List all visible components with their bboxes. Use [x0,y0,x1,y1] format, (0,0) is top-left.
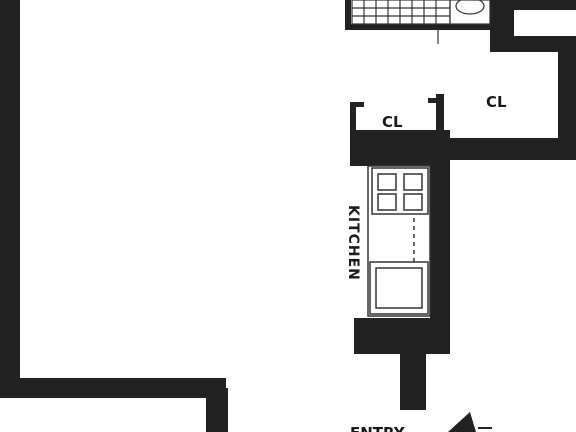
entry-column [400,346,426,410]
right-edge-wall [558,40,576,160]
upper-right-wall [494,0,576,10]
stove-icon [371,167,429,215]
bottom-wall [0,378,226,398]
right-closet-bottom-wall [440,138,576,160]
upper-right-ledge [490,36,576,52]
entry-arrow-icon [448,412,476,432]
sink-icon [369,261,429,315]
closet-right-label: CL [486,93,507,111]
bathroom-wall-bottom [346,24,494,30]
left-wall [0,0,20,398]
closet-divider [436,94,444,138]
closet-left-label: CL [382,113,403,131]
closet-left-wall [350,102,356,138]
kitchen-counter [367,165,431,317]
kitchen-label: KITCHEN [345,205,361,281]
closet-divider-cap [428,98,440,103]
bathroom-wall-left [345,0,351,30]
closet-left-top [350,102,364,107]
bottom-wall-return [206,388,228,432]
entry-label: ENTRY [350,424,406,432]
kitchen-right-wall [430,160,450,346]
bathroom-tile-icon [351,0,491,44]
